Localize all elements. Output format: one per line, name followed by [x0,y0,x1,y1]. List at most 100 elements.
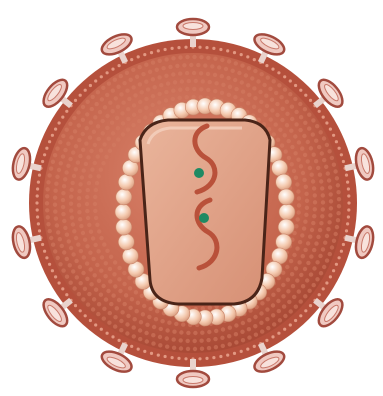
membrane-dot [54,275,57,278]
membrane-dot [283,328,286,331]
membrane-dot [86,216,90,220]
membrane-dot [310,228,314,232]
membrane-dot [296,189,300,193]
membrane-dot [87,181,91,185]
membrane-dot [86,188,90,192]
membrane-dot [135,309,139,313]
membrane-dot [300,146,304,150]
membrane-dot [233,352,236,355]
membrane-dot [62,184,66,188]
membrane-dot [74,99,77,102]
membrane-dot [166,81,170,85]
membrane-dot [301,284,305,288]
membrane-dot [61,287,64,290]
membrane-dot [102,316,106,320]
membrane-dot [53,189,57,193]
membrane-dot [61,205,65,209]
membrane-dot [111,89,115,93]
membrane-dot [81,105,85,109]
membrane-dot [64,170,68,174]
membrane-dot [319,271,323,275]
membrane-dot [129,78,133,82]
membrane-dot [36,208,39,211]
membrane-dot [158,59,162,63]
membrane-dot [84,141,88,145]
membrane-dot [297,140,301,144]
membrane-dot [111,131,115,135]
membrane-dot [302,178,306,182]
membrane-dot [93,273,97,277]
membrane-dot [105,249,109,253]
membrane-dot [335,225,339,229]
membrane-dot [300,233,304,237]
membrane-dot [178,88,182,92]
membrane-dot [307,289,311,293]
membrane-dot [332,269,335,272]
membrane-dot [174,322,178,326]
membrane-dot [59,161,63,165]
membrane-dot [292,295,296,299]
membrane-dot [138,109,142,113]
membrane-dot [96,90,100,94]
membrane-dot [87,223,91,227]
membrane-dot [347,194,350,197]
membrane-dot [313,207,317,211]
membrane-dot [158,343,162,347]
membrane-dot [292,169,296,173]
membrane-dot [58,237,62,241]
membrane-dot [258,109,262,113]
membrane-dot [54,182,58,186]
membrane-dot [38,229,41,232]
membrane-dot [260,72,264,76]
membrane-dot [291,284,295,288]
membrane-dot [109,302,113,306]
membrane-dot [46,180,50,184]
membrane-dot [320,214,324,218]
membrane-dot [322,287,325,290]
membrane-dot [187,79,191,83]
membrane-dot [85,261,89,265]
membrane-dot [93,143,97,147]
membrane-dot [320,186,324,190]
membrane-dot [115,116,119,120]
membrane-dot [69,202,73,206]
membrane-dot [336,183,340,187]
membrane-dot [194,79,198,83]
membrane-dot [84,162,88,166]
membrane-dot [117,277,121,281]
membrane-dot [94,323,97,326]
membrane-dot [89,282,93,286]
membrane-dot [185,71,189,75]
membrane-dot [142,304,146,308]
membrane-dot [114,96,118,100]
membrane-dot [141,72,145,76]
membrane-dot [69,281,73,285]
membrane-dot [95,102,99,106]
membrane-dot [121,101,125,105]
membrane-dot [313,193,317,197]
membrane-dot [303,248,307,252]
membrane-dot [65,257,69,261]
membrane-dot [185,55,189,59]
matrix-bead [278,189,294,205]
membrane-dot [329,192,333,196]
membrane-dot [61,116,64,119]
membrane-dot [132,113,136,117]
membrane-dot [96,249,100,253]
membrane-dot [138,328,142,332]
membrane-dot [226,354,229,357]
membrane-dot [138,337,142,341]
membrane-dot [45,208,49,212]
membrane-dot [74,259,78,263]
membrane-dot [96,312,100,316]
membrane-dot [36,215,39,218]
membrane-dot [165,336,169,340]
membrane-dot [79,281,83,285]
membrane-dot [305,278,309,282]
membrane-dot [303,220,307,224]
membrane-dot [125,71,129,75]
membrane-dot [186,339,190,343]
membrane-dot [94,188,98,192]
membrane-dot [263,113,267,117]
membrane-dot [333,169,337,173]
